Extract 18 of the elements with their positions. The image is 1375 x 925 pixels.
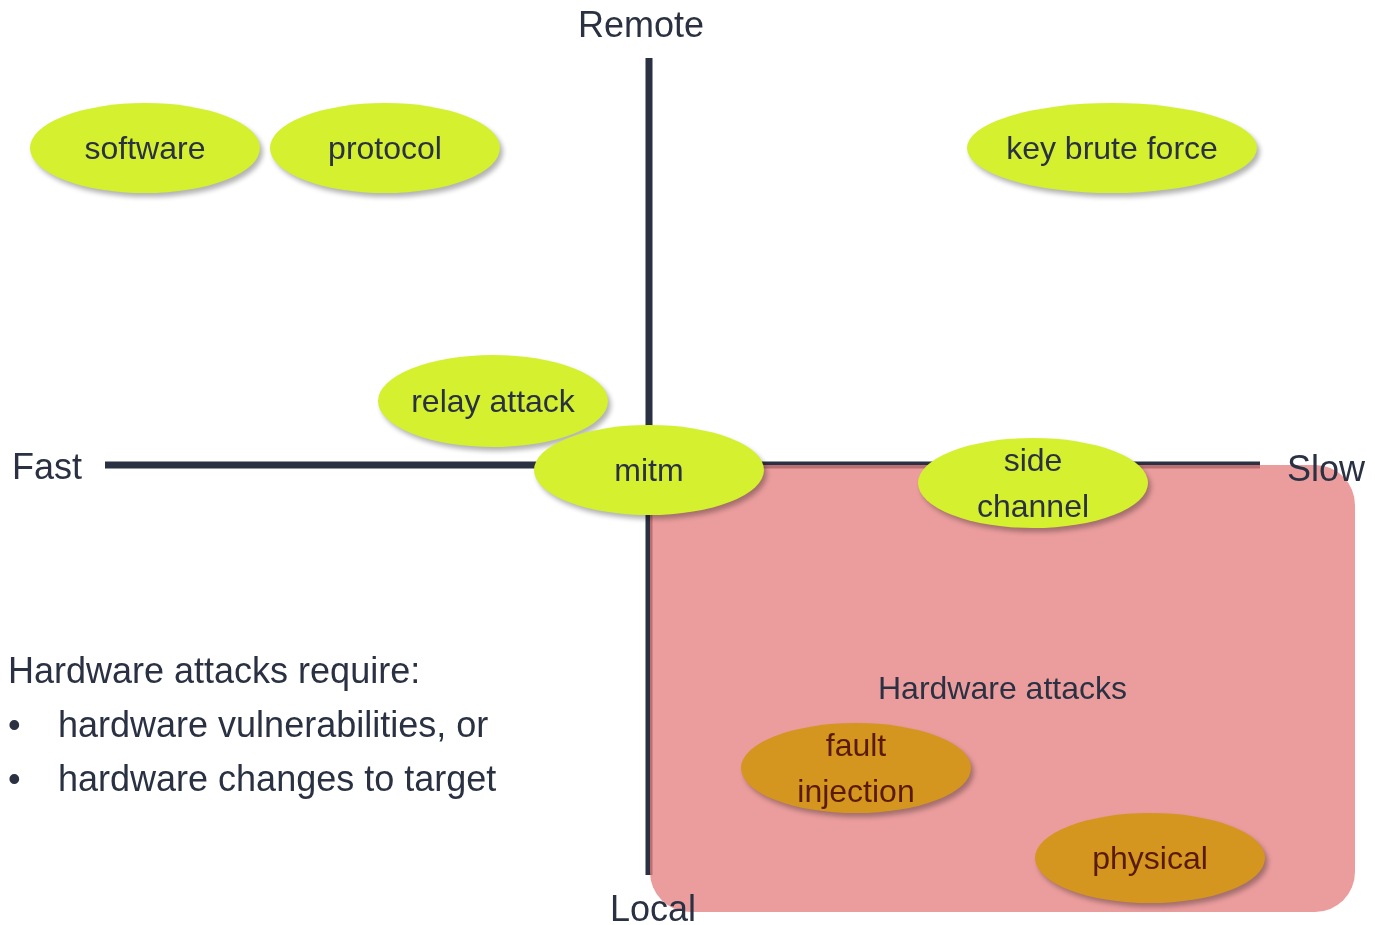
bullet-item: hardware changes to target: [58, 758, 497, 800]
attack-ellipse: protocol: [270, 103, 500, 193]
attack-ellipse: mitm: [534, 425, 764, 515]
bullet-mark: •: [8, 704, 21, 746]
attack-ellipse: relay attack: [378, 355, 608, 447]
region-title: Hardware attacks: [878, 670, 1127, 707]
attack-ellipse: fault injection: [741, 723, 971, 813]
axis-label: Fast: [12, 446, 82, 488]
axis-label: Local: [610, 888, 697, 925]
bullet-mark: •: [8, 758, 21, 800]
bullet-item: hardware vulnerabilities, or: [58, 704, 489, 746]
attack-ellipse: software: [30, 103, 260, 193]
attack-ellipse: key brute force: [967, 103, 1257, 193]
attack-ellipse: physical: [1035, 813, 1265, 903]
attack-ellipse: side channel: [918, 438, 1148, 528]
axis-label: Remote: [578, 4, 705, 46]
note-heading: Hardware attacks require:: [8, 650, 421, 692]
axis-label: Slow: [1287, 448, 1366, 490]
